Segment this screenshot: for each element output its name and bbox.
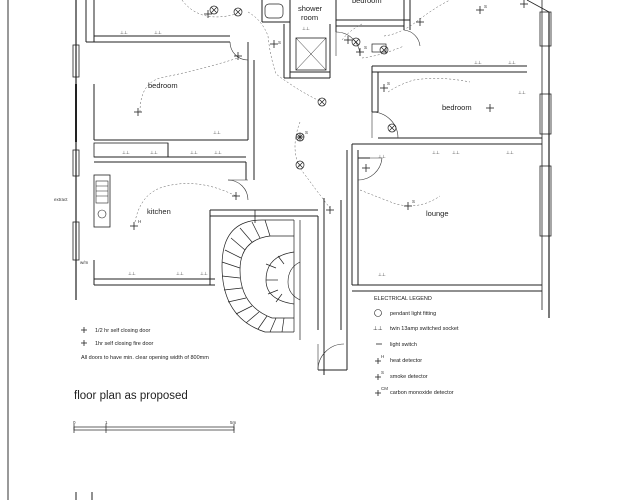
left-bedroom-label: bedroom [148, 81, 178, 90]
wm-note: w/m [80, 260, 89, 265]
detector-letters: S S H S S S S [138, 4, 487, 224]
heat-detector-icon: H [375, 354, 384, 364]
electrical-legend: ELECTRICAL LEGEND pendant light fitting … [373, 296, 459, 396]
legend-item: light switch [390, 342, 417, 348]
staircase [221, 219, 301, 340]
svg-text:⊥⊥: ⊥⊥ [128, 271, 136, 276]
svg-text:⊥⊥: ⊥⊥ [518, 90, 526, 95]
extract-note: extract [54, 197, 68, 202]
shower-room-label-2: room [301, 13, 318, 22]
door-clearance-note: All doors to have min. clear opening wid… [81, 355, 209, 361]
co-detector-icon: CM [375, 386, 388, 396]
top-bedroom-label: bedroom [352, 0, 382, 5]
legend-item: twin 13amp switched socket [390, 326, 459, 332]
twin-socket-icon: ⊥⊥ [373, 325, 383, 332]
svg-text:⊥⊥: ⊥⊥ [474, 60, 482, 65]
smoke-letter: S [305, 130, 308, 135]
legend-title: ELECTRICAL LEGEND [374, 296, 432, 302]
lounge-label: lounge [426, 209, 449, 218]
svg-text:⊥⊥: ⊥⊥ [150, 150, 158, 155]
svg-text:⊥⊥: ⊥⊥ [120, 30, 128, 35]
door-notes: 1/2 hr self closing door 1hr self closin… [81, 327, 209, 361]
svg-text:⊥⊥: ⊥⊥ [378, 272, 386, 277]
drawing-caption: floor plan as proposed [74, 390, 188, 402]
svg-text:⊥⊥: ⊥⊥ [154, 30, 162, 35]
heat-letter: H [138, 219, 141, 224]
svg-text:⊥⊥: ⊥⊥ [302, 26, 310, 31]
cable-runs [134, 0, 471, 223]
pendant-light-icon [374, 309, 382, 317]
svg-text:⊥⊥: ⊥⊥ [214, 150, 222, 155]
socket-marks: ⊥⊥⊥⊥ ⊥⊥⊥⊥ ⊥⊥⊥⊥ ⊥⊥⊥⊥ ⊥⊥⊥⊥ ⊥⊥⊥⊥ ⊥⊥⊥⊥ ⊥⊥⊥⊥ … [120, 26, 526, 277]
legend-item: smoke detector [390, 374, 428, 380]
svg-text:⊥⊥: ⊥⊥ [506, 150, 514, 155]
smoke-letter: S [278, 40, 281, 45]
smoke-letter: S [364, 45, 367, 50]
external-walls [72, 0, 552, 500]
smoke-letter: S [387, 81, 390, 86]
legend-item: carbon monoxide detector [390, 390, 454, 396]
svg-text:H: H [381, 354, 384, 359]
door-swings [227, 29, 421, 371]
scale-bar [73, 424, 235, 433]
svg-text:⊥⊥: ⊥⊥ [176, 271, 184, 276]
svg-text:⊥⊥: ⊥⊥ [190, 150, 198, 155]
svg-text:⊥⊥: ⊥⊥ [432, 150, 440, 155]
shower-room-label: shower [298, 4, 323, 13]
svg-text:⊥⊥: ⊥⊥ [213, 130, 221, 135]
detector-symbols [130, 0, 528, 230]
room-labels: shower room bedroom bedroom bedroom kitc… [54, 0, 472, 265]
fire-door-note: 1hr self closing fire door [95, 341, 154, 347]
svg-text:⊥⊥: ⊥⊥ [122, 150, 130, 155]
smoke-detector-icon: S [375, 370, 384, 380]
svg-text:S: S [381, 370, 384, 375]
scale-start: 0 [73, 420, 76, 425]
half-hr-door-note: 1/2 hr self closing door [95, 328, 151, 334]
kitchen-label: kitchen [147, 207, 171, 216]
scale-end: 5m [230, 420, 237, 425]
smoke-letter: S [412, 199, 415, 204]
smoke-letter: S [484, 4, 487, 9]
scale-mid: 1 [105, 420, 108, 425]
svg-text:⊥⊥: ⊥⊥ [378, 154, 386, 159]
svg-text:CM: CM [381, 386, 388, 391]
legend-item: pendant light fitting [390, 311, 436, 317]
right-bedroom-label: bedroom [442, 103, 472, 112]
svg-text:⊥⊥: ⊥⊥ [200, 271, 208, 276]
legend-item: heat detector [390, 358, 422, 364]
internal-walls [93, 0, 542, 375]
svg-text:⊥⊥: ⊥⊥ [508, 60, 516, 65]
svg-text:⊥⊥: ⊥⊥ [452, 150, 460, 155]
